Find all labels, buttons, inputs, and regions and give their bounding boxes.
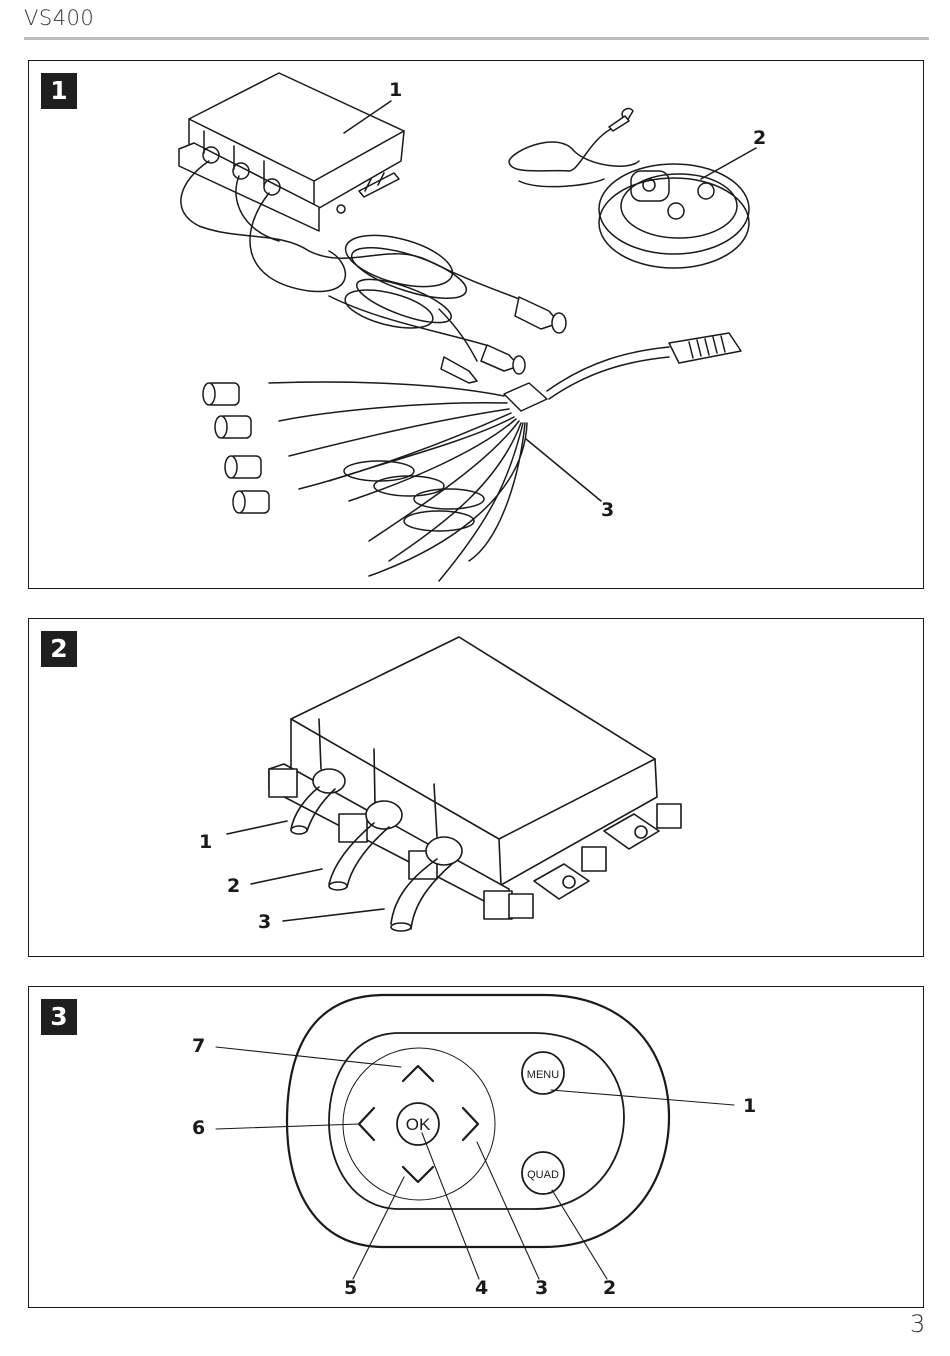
figure-panel-2: 2 xyxy=(28,618,924,957)
menu-button-label: MENU xyxy=(527,1069,559,1081)
wiring-harness-drawing xyxy=(203,333,741,581)
callout-menu-button: 1 xyxy=(743,1095,756,1117)
left-arrow-icon xyxy=(359,1108,374,1140)
callout-cable-3: 3 xyxy=(258,911,271,933)
down-arrow-icon xyxy=(403,1167,433,1182)
quad-button-label: QUAD xyxy=(527,1169,559,1181)
figure-panel-3: 3 OK MENU QUAD 1 xyxy=(28,986,924,1308)
header-rule xyxy=(24,37,929,40)
callout-down-arrow: 5 xyxy=(344,1277,357,1299)
control-box-closeup-drawing xyxy=(269,637,681,931)
callout-right-arrow: 3 xyxy=(535,1277,548,1299)
figure-2-illustration xyxy=(29,619,925,958)
right-arrow-icon xyxy=(463,1108,478,1140)
up-arrow-icon xyxy=(403,1066,433,1081)
callout-left-arrow: 6 xyxy=(192,1117,205,1139)
figure-panel-1: 1 xyxy=(28,60,924,589)
page-number: 3 xyxy=(910,1310,925,1338)
callout-quad-button: 2 xyxy=(603,1277,616,1299)
remote-body-drawing: OK MENU QUAD xyxy=(287,995,669,1247)
callout-control-box: 1 xyxy=(389,79,402,101)
figure-1-illustration xyxy=(29,61,925,590)
callout-up-arrow: 7 xyxy=(192,1035,205,1057)
callout-leader-lines xyxy=(344,101,756,501)
callout-cable-1: 1 xyxy=(199,831,212,853)
control-box-drawing xyxy=(179,73,404,231)
callout-leader-lines xyxy=(216,1047,734,1279)
remote-unit-drawing xyxy=(509,109,749,268)
callout-ok-button: 4 xyxy=(475,1277,488,1299)
figure-3-remote-illustration: OK MENU QUAD xyxy=(29,987,925,1309)
callout-remote: 2 xyxy=(753,127,766,149)
document-title: VS400 xyxy=(24,6,94,30)
callout-harness: 3 xyxy=(601,499,614,521)
ok-button-label: OK xyxy=(406,1115,431,1134)
callout-cable-2: 2 xyxy=(227,875,240,897)
